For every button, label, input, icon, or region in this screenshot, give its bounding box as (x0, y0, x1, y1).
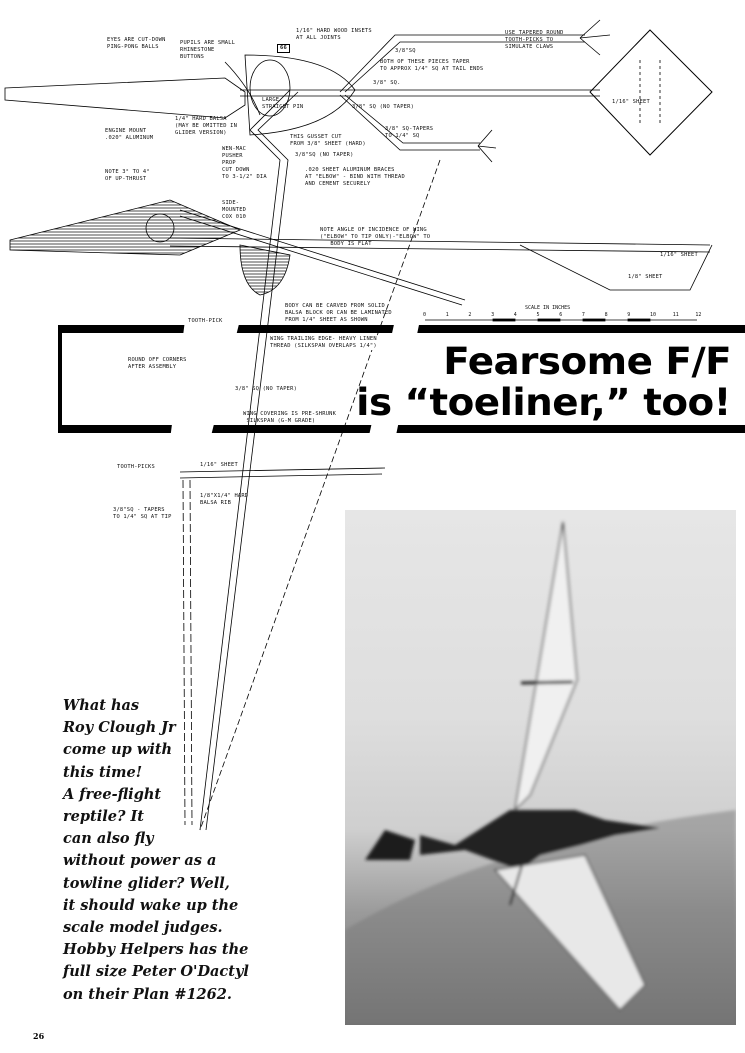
body-side (239, 244, 291, 296)
label-upthrust: NOTE 3° TO 4° OF UP-THRUST (105, 169, 150, 182)
photo-tail (365, 830, 415, 860)
label-sheet-18: 1/8" SHEET (628, 274, 663, 280)
headline-bar-left (58, 325, 62, 433)
label-toothpick: TOOTH-PICK (188, 318, 223, 325)
label-hard-balsa: 1/4" HARD BALSA (MAY BE OMITTED IN GLIDE… (175, 116, 238, 136)
label-tail-sheet: 1/16" SHEET (612, 99, 650, 105)
scale-tick-label: 8 (604, 312, 608, 318)
section-mark: 66 (277, 44, 290, 53)
scale-tick-label: 2 (468, 312, 472, 318)
scale-bar (425, 318, 697, 322)
label-claws: USE TAPERED ROUND TOOTH-PICKS TO SIMULAT… (505, 30, 564, 50)
claw-bottom (477, 129, 497, 163)
label-engine-mount: ENGINE MOUNT .020" ALUMINUM (105, 128, 154, 141)
wing-trailing-edge (199, 159, 441, 831)
intro-line: come up with (63, 741, 173, 759)
scale-tick-label: 11 (672, 312, 679, 318)
intro-line: reptile? It (63, 808, 144, 826)
intro-line: What has (63, 697, 140, 714)
scale-tick-label: 1 (445, 312, 449, 318)
label-sq38-a: 3/8"SQ (395, 48, 416, 54)
scale-tick-label: 7 (581, 312, 585, 318)
claw-top (579, 19, 611, 56)
label-rib: 1/8"x1/4" HARD BALSA RIB (200, 493, 249, 506)
intro-line: it should wake up the (63, 896, 239, 914)
scale-tick-label: 10 (650, 312, 657, 318)
jaw-side (9, 199, 242, 256)
tail-diamond (589, 29, 713, 156)
photo-wing-lower (493, 854, 646, 1012)
label-eyes: EYES ARE CUT-DOWN PING-PONG BALLS (107, 37, 166, 50)
scale-tick-label: 3 (491, 312, 495, 318)
page-number: 26 (33, 1031, 45, 1041)
label-sheet-116-b: 1/16" SHEET (660, 252, 698, 258)
headline-line2: is “toeliner,” too! (356, 381, 731, 424)
label-sq38-tapers: 3/8" SQ-TAPERS TO 1/4" SQ (385, 126, 434, 139)
label-incidence: NOTE ANGLE OF INCIDENCE OF WING ("ELBOW"… (320, 227, 431, 247)
glider-photo (345, 510, 736, 1025)
scale-tick-label: 12 (695, 312, 702, 318)
scale-title: SCALE IN INCHES (525, 305, 571, 311)
intro-line: full size Peter O'Dactyl (63, 963, 249, 981)
label-toothpicks: TOOTH-PICKS (117, 464, 155, 470)
headline-line1: Fearsome F/F (443, 340, 731, 383)
photo-body (420, 810, 660, 870)
head-outline (4, 77, 246, 119)
scale-tick-label: 6 (559, 312, 563, 318)
intro-line: scale model judges. (63, 919, 223, 937)
intro-line: A free-flight (63, 785, 162, 803)
label-tip: 3/8"SQ - TAPERS TO 1/4" SQ AT TIP (113, 507, 172, 520)
intro-line: this time! (63, 763, 143, 781)
intro-line: towline glider? Well, (63, 874, 230, 892)
label-sheet-116-c: 1/16" SHEET (200, 462, 238, 468)
label-prop: WEN-MAC PUSHER PROP CUT DOWN TO 3-1/2" D… (222, 146, 267, 180)
intro-line: on their Plan #1262. (63, 985, 232, 1003)
scale-tick-label: 9 (627, 312, 631, 318)
label-pin: LARGE STRAIGHT PIN (262, 97, 304, 110)
label-round-off: ROUND OFF CORNERS AFTER ASSEMBLY (128, 357, 187, 370)
label-sq38-notaper: 3/8" SQ (NO TAPER) (352, 104, 415, 110)
wing-leading-edge (199, 89, 291, 831)
label-gusset: THIS GUSSET CUT FROM 3/8" SHEET (HARD) (290, 134, 366, 147)
label-body: BODY CAN BE CARVED FROM SOLID BALSA BLOC… (285, 303, 392, 323)
label-trailing-edge: WING TRAILING EDGE- HEAVY LINEN THREAD (… (270, 336, 377, 350)
label-sq38-b: 3/8" SQ. (373, 80, 401, 86)
eye (249, 59, 291, 117)
label-insets: 1/16" HARD WOOD INSETS AT ALL JOINTS (296, 28, 372, 41)
label-cox: SIDE- MOUNTED COX 010 (222, 200, 247, 220)
intro-line: without power as a (63, 852, 217, 870)
headline-bar-bottom (58, 425, 745, 433)
intro-line: Hobby Helpers has the (63, 941, 249, 959)
body-top (244, 54, 356, 136)
label-sq38-notaper-b: 3/8"SQ (NO TAPER) (295, 152, 354, 158)
scale-tick-label: 0 (423, 312, 427, 318)
label-braces: .020 SHEET ALUMINUM BRACES AT "ELBOW" - … (305, 167, 405, 187)
scale-tick-label: 5 (536, 312, 540, 318)
label-taper-both: BOTH OF THESE PIECES TAPER TO APPROX 1/4… (380, 59, 484, 72)
scale-tick-label: 4 (513, 312, 517, 318)
intro-line: can also fly (63, 830, 154, 848)
label-covering: WING COVERING IS PRE-SHRUNK SILKSPAN (G-… (243, 411, 337, 424)
intro-line: Roy Clough Jr (63, 719, 176, 737)
photo-wing-upper (513, 521, 578, 813)
label-sq38-notaper-c: 3/8" SQ (NO TAPER) (235, 386, 298, 392)
label-pupils: PUPILS ARE SMALL RHINESTONE BUTTONS (180, 40, 236, 60)
